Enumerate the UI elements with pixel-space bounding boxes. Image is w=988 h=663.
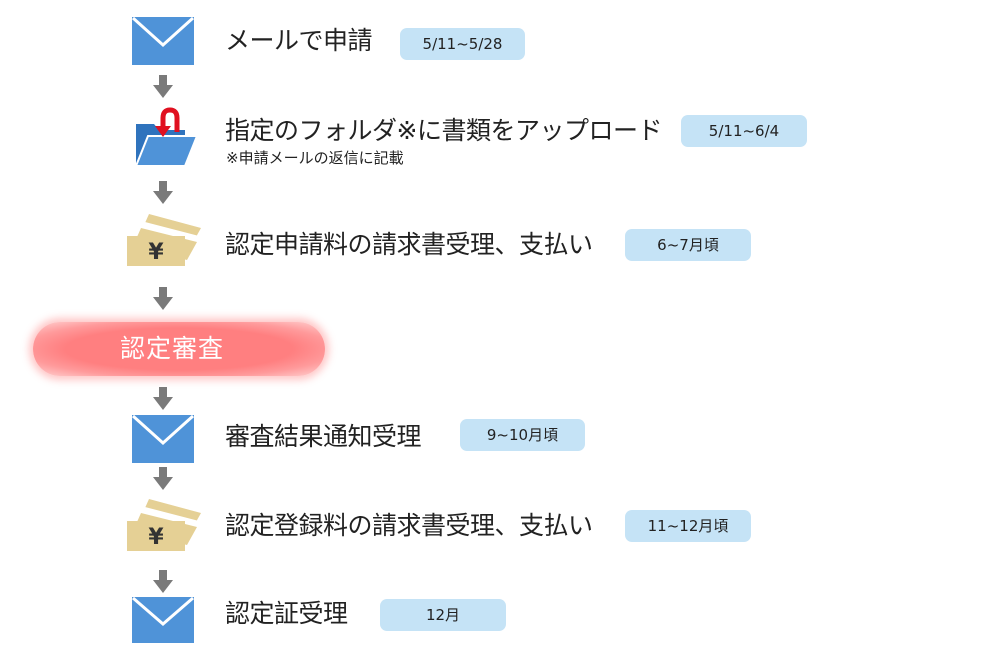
down-arrow-icon — [153, 387, 173, 410]
svg-text:¥: ¥ — [148, 240, 164, 265]
folder-upload-icon — [134, 107, 199, 167]
step-1-label: メールで申請 — [225, 26, 373, 55]
step-3-period-badge: 6~7月頃 — [625, 229, 751, 261]
step-2-note: ※申請メールの返信に記載 — [226, 149, 404, 167]
yen-bills-icon: ¥ — [127, 499, 201, 551]
step-3-label: 認定申請料の請求書受理、支払い — [225, 230, 593, 259]
down-arrow-icon — [153, 287, 173, 310]
step-6-label: 認定登録料の請求書受理、支払い — [225, 511, 593, 540]
step-7-label: 認定証受理 — [225, 599, 348, 628]
review-stage-pill: 認定審査 — [33, 322, 325, 376]
step-7-period-badge: 12月 — [380, 599, 506, 631]
envelope-icon — [132, 415, 194, 463]
down-arrow-icon — [153, 467, 173, 490]
down-arrow-icon — [153, 75, 173, 98]
down-arrow-icon — [153, 570, 173, 593]
step-5-period-badge: 9~10月頃 — [460, 419, 585, 451]
step-6-period-badge: 11~12月頃 — [625, 510, 751, 542]
step-2-period-badge: 5/11~6/4 — [681, 115, 807, 147]
svg-text:¥: ¥ — [148, 525, 164, 550]
step-1-period-badge: 5/11~5/28 — [400, 28, 525, 60]
yen-bills-icon: ¥ — [127, 214, 201, 266]
step-5-label: 審査結果通知受理 — [225, 422, 422, 451]
down-arrow-icon — [153, 181, 173, 204]
envelope-icon — [132, 597, 194, 643]
review-stage-label: 認定審査 — [119, 334, 224, 363]
step-2-label: 指定のフォルダ※に書類をアップロード — [225, 116, 662, 145]
envelope-icon — [132, 17, 194, 65]
